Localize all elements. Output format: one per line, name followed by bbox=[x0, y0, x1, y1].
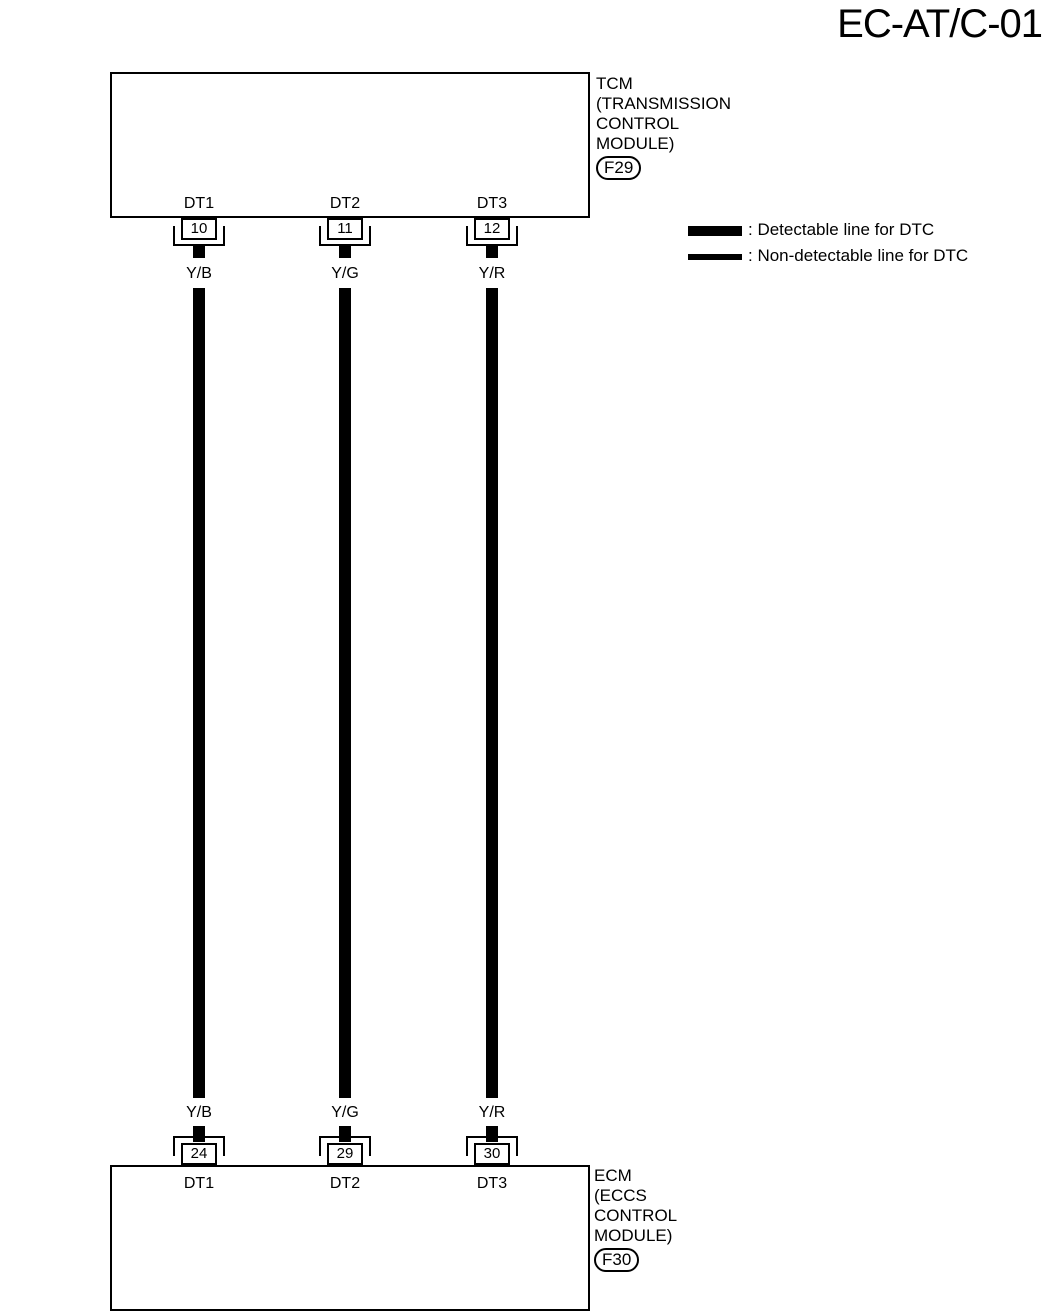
ecm-label-group: ECM (ECCS CONTROL MODULE) F30 bbox=[594, 1166, 677, 1272]
tcm-pin-stub-1 bbox=[193, 246, 205, 258]
wire-color-label-bottom-3: Y/R bbox=[478, 1104, 506, 1121]
ecm-pin-name-1: DT1 bbox=[183, 1175, 215, 1192]
ecm-module-box bbox=[110, 1165, 590, 1311]
tcm-label-group: TCM (TRANSMISSION CONTROL MODULE) F29 bbox=[596, 74, 731, 180]
ecm-connector-badge: F30 bbox=[594, 1248, 640, 1272]
wire-color-label-bottom-1: Y/B bbox=[186, 1104, 212, 1121]
ecm-pin-stub-2 bbox=[339, 1126, 351, 1142]
legend-detectable-text: : Detectable line for DTC bbox=[748, 220, 935, 239]
ecm-pin-terminal-2: 29 bbox=[327, 1143, 363, 1165]
tcm-module-box bbox=[110, 72, 590, 218]
tcm-pin-terminal-3: 12 bbox=[474, 218, 510, 240]
ecm-pin-name-3: DT3 bbox=[476, 1175, 508, 1192]
tcm-pin-terminal-1: 10 bbox=[181, 218, 217, 240]
tcm-label: TCM (TRANSMISSION CONTROL MODULE) bbox=[596, 74, 732, 153]
wire-color-label-top-3: Y/R bbox=[478, 265, 506, 282]
wire-color-label-bottom-2: Y/G bbox=[331, 1104, 359, 1121]
wire-color-label-top-1: Y/B bbox=[186, 265, 212, 282]
ecm-pin-terminal-3: 30 bbox=[474, 1143, 510, 1165]
legend-non-detectable-swatch bbox=[688, 254, 742, 260]
ecm-pin-bracket-1 bbox=[173, 1136, 225, 1156]
ecm-pin-bracket-2 bbox=[319, 1136, 371, 1156]
tcm-pin-terminal-2: 11 bbox=[327, 218, 363, 240]
tcm-connector-badge: F29 bbox=[596, 156, 642, 180]
tcm-pin-name-2: DT2 bbox=[329, 195, 361, 212]
ecm-pin-name-2: DT2 bbox=[329, 1175, 361, 1192]
legend-detectable-swatch bbox=[688, 226, 742, 236]
tcm-pin-name-3: DT3 bbox=[476, 195, 508, 212]
tcm-pin-bracket-2 bbox=[319, 226, 371, 246]
page-id: EC-AT/C-01 bbox=[837, 2, 1043, 46]
ecm-pin-terminal-1: 24 bbox=[181, 1143, 217, 1165]
tcm-pin-name-1: DT1 bbox=[183, 195, 215, 212]
ecm-label: ECM (ECCS CONTROL MODULE) bbox=[594, 1166, 678, 1245]
wire-dt3 bbox=[486, 288, 498, 1098]
wire-dt1 bbox=[193, 288, 205, 1098]
tcm-pin-stub-2 bbox=[339, 246, 351, 258]
ecm-pin-stub-1 bbox=[193, 1126, 205, 1142]
tcm-pin-stub-3 bbox=[486, 246, 498, 258]
legend-non-detectable-text: : Non-detectable line for DTC bbox=[748, 246, 969, 265]
tcm-pin-bracket-3 bbox=[466, 226, 518, 246]
wire-dt2 bbox=[339, 288, 351, 1098]
ecm-pin-stub-3 bbox=[486, 1126, 498, 1142]
ecm-pin-bracket-3 bbox=[466, 1136, 518, 1156]
tcm-pin-bracket-1 bbox=[173, 226, 225, 246]
wire-color-label-top-2: Y/G bbox=[331, 265, 359, 282]
